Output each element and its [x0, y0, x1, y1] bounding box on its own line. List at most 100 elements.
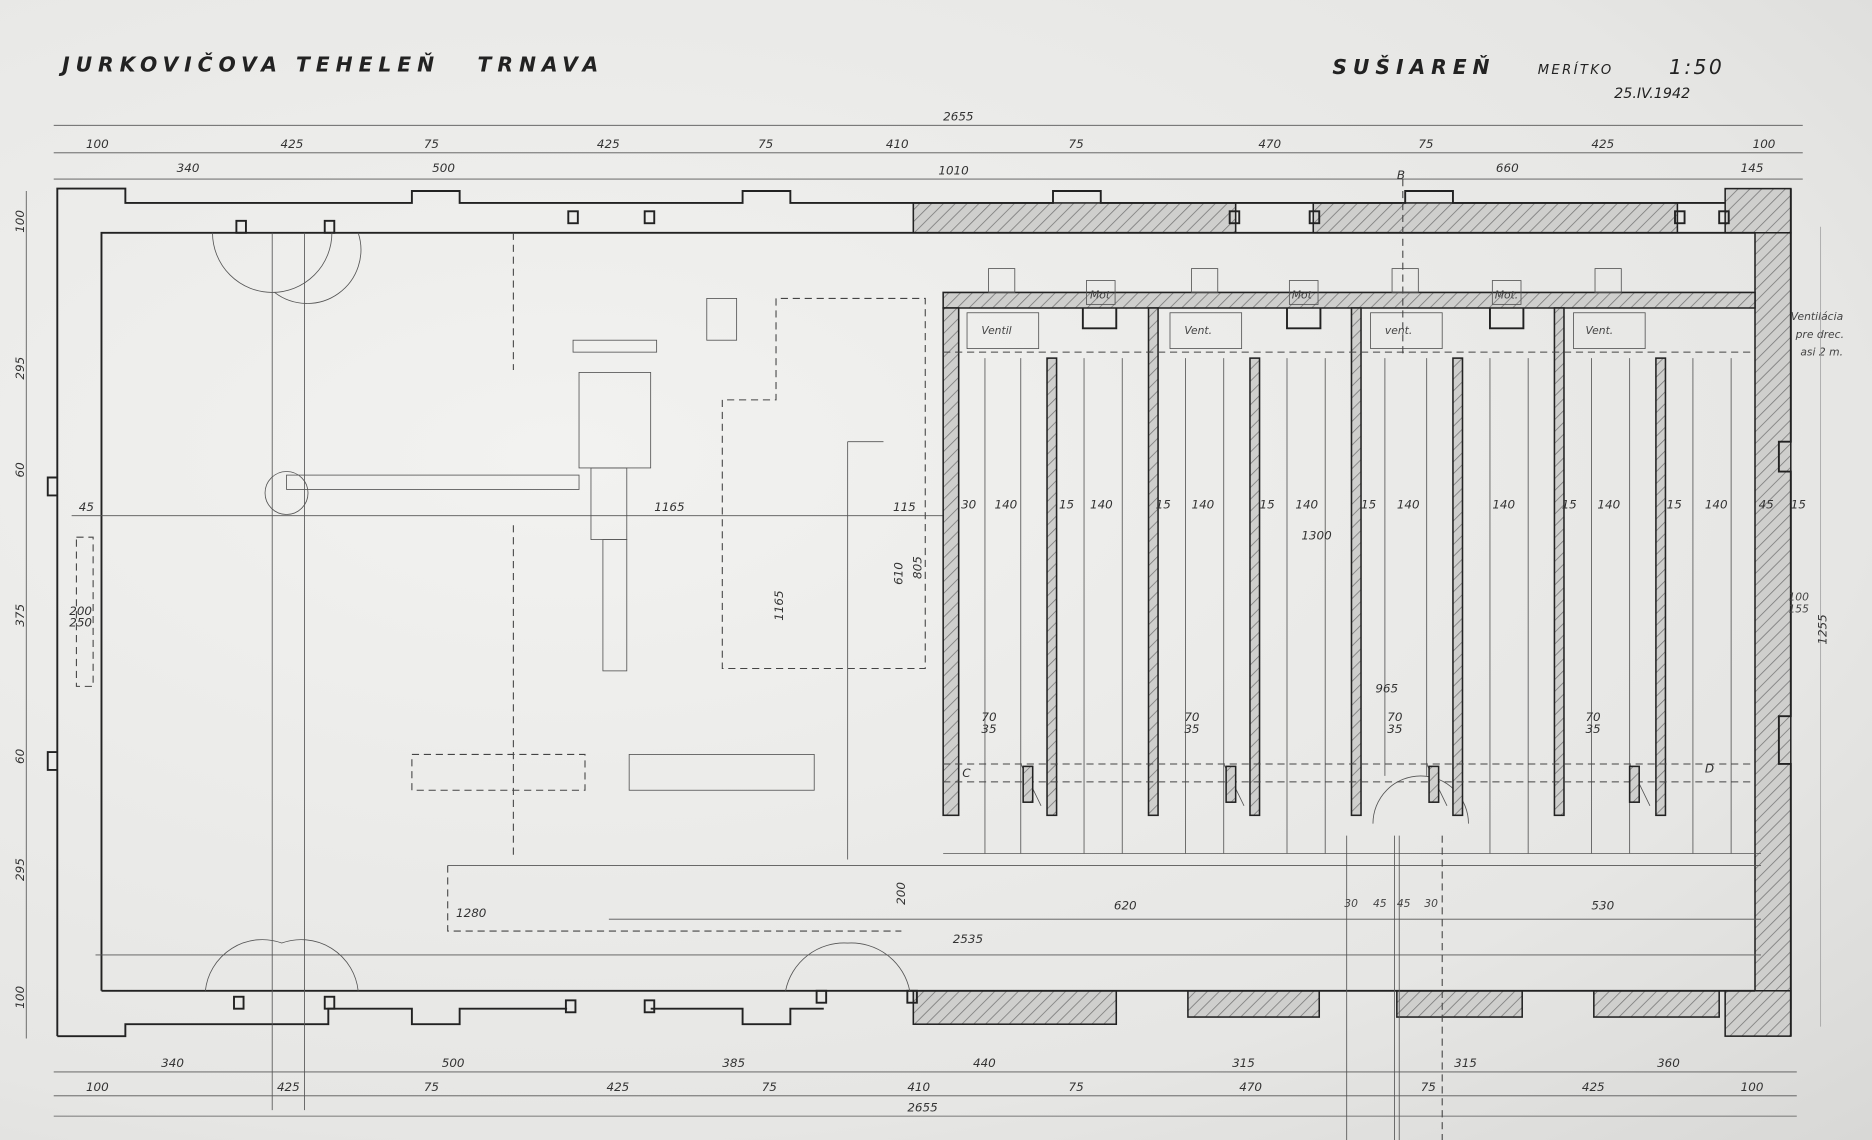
dimension-label: 470: [1239, 1080, 1262, 1094]
dimension-label: 100: [13, 210, 27, 233]
dimension-label: 1280: [456, 906, 486, 920]
dimension-label: 100: [86, 1080, 109, 1094]
dimension-label: 145: [1741, 161, 1764, 175]
dimension-label: 100: [13, 986, 27, 1009]
ventilator-label: Vent.: [1184, 324, 1212, 337]
dimension-label: 500: [442, 1056, 465, 1070]
dimension-label: 200: [894, 882, 908, 905]
dimension-label: 1300: [1301, 529, 1331, 543]
chamber-dimension: 140: [995, 498, 1018, 512]
dimension-label: 100: [1741, 1080, 1764, 1094]
dimension-label: 75: [758, 137, 773, 151]
ventilator-label: Vent.: [1585, 324, 1613, 337]
dimension-label: 2655: [907, 1100, 937, 1114]
project-title: JURKOVIČOVA TEHELEŇ: [58, 53, 440, 77]
dimension-label: 340: [177, 161, 200, 175]
dimension-label: 45: [1373, 897, 1387, 910]
chamber-dimension: 15: [1562, 498, 1577, 512]
chamber-dimension: 15: [1361, 498, 1376, 512]
dimension-label: 200: [69, 604, 92, 618]
section-mark-c: C: [962, 766, 971, 780]
dimension-label: 75: [1421, 1080, 1436, 1094]
dimension-label: 965: [1375, 681, 1398, 695]
dimension-label: 155: [1788, 602, 1809, 615]
chamber-dimension: 15: [1260, 498, 1275, 512]
door-dimension: 70: [1585, 710, 1600, 724]
dimension-label: 425: [1582, 1080, 1605, 1094]
motor-label: Mot: [1292, 288, 1313, 301]
note-line: Ventilácia: [1791, 310, 1843, 323]
dimension-label: 410: [886, 137, 909, 151]
dimension-label: 295: [13, 858, 27, 881]
sheet-title: SUŠIAREŇ: [1332, 55, 1495, 79]
chamber-dimension: 140: [1090, 498, 1113, 512]
door-arcs: [204, 232, 1469, 991]
scale-value: 1:50: [1669, 55, 1724, 79]
dimension-label: 425: [277, 1080, 300, 1094]
dimension-label: 385: [722, 1056, 745, 1070]
dimension-label: 75: [1069, 1080, 1084, 1094]
dimension-label: 75: [762, 1080, 777, 1094]
dimension-label: 295: [13, 357, 27, 380]
dimension-label: 75: [1069, 137, 1084, 151]
dimension-label: 1010: [938, 163, 968, 177]
chamber-dimension: 140: [1191, 498, 1214, 512]
dimension-label: 45: [79, 500, 94, 514]
dimension-label: 375: [13, 604, 27, 627]
section-mark-b: B: [1397, 168, 1405, 182]
dimension-label: 425: [281, 137, 304, 151]
dimension-label: 1165: [772, 590, 786, 620]
dimension-label: 100: [1753, 137, 1776, 151]
dimension-label: 45: [1397, 897, 1411, 910]
door-dimension: 35: [1387, 722, 1402, 736]
dimension-label: 360: [1657, 1056, 1680, 1070]
equipment-layout: [71, 232, 1761, 1140]
chamber-dimension: 140: [1397, 498, 1420, 512]
dimension-label: 410: [907, 1080, 930, 1094]
door-dimension: 35: [981, 722, 996, 736]
city-title: TRNAVA: [478, 53, 605, 77]
door-dimension: 35: [1184, 722, 1199, 736]
dimension-label: 75: [424, 137, 439, 151]
ventilator-units: [966, 268, 1646, 349]
dimension-label: 340: [161, 1056, 184, 1070]
dimension-label: 115: [893, 500, 916, 514]
dimension-lines: [25, 124, 1822, 1117]
dimension-label: 315: [1454, 1056, 1477, 1070]
chamber-rails: [943, 351, 1756, 854]
dimension-label: 1255: [1816, 614, 1830, 644]
dimension-label: 75: [424, 1080, 439, 1094]
chamber-dimension: 140: [1705, 498, 1728, 512]
dimension-label: 315: [1232, 1056, 1255, 1070]
dimension-label: 425: [1591, 137, 1614, 151]
scale-label: MERÍTKO: [1538, 62, 1614, 78]
dimension-label: 425: [597, 137, 620, 151]
dimension-label: 440: [973, 1056, 996, 1070]
section-mark-d: D: [1705, 761, 1714, 775]
door-dimension: 70: [1387, 710, 1402, 724]
chamber-dimension: 140: [1492, 498, 1515, 512]
door-dimension: 70: [981, 710, 996, 724]
chamber-dimension: 15: [1156, 498, 1171, 512]
chamber-dimension: 45: [1759, 498, 1774, 512]
dimension-label: 470: [1258, 137, 1281, 151]
dimension-label: 620: [1114, 899, 1137, 913]
chamber-dimension: 15: [1059, 498, 1074, 512]
door-hatches: [1020, 763, 1651, 806]
door-dimension: 35: [1585, 722, 1600, 736]
motor-label: Mot: [1090, 288, 1111, 301]
dimension-label: 805: [911, 556, 925, 579]
outer-walls: [46, 187, 1792, 1038]
note-line: asi 2 m.: [1800, 346, 1843, 359]
dimension-label: 2655: [943, 110, 973, 124]
dimension-label: 530: [1591, 899, 1614, 913]
dimension-label: 30: [1424, 897, 1438, 910]
dimension-label: 500: [432, 161, 455, 175]
dimension-label: 100: [86, 137, 109, 151]
chamber-dimension: 15: [1667, 498, 1682, 512]
motor-label: Mot.: [1495, 288, 1518, 301]
dimension-label: 75: [1418, 137, 1433, 151]
side-note: Ventilácia pre drec. asi 2 m.: [1791, 310, 1844, 359]
dimension-label: 425: [606, 1080, 629, 1094]
